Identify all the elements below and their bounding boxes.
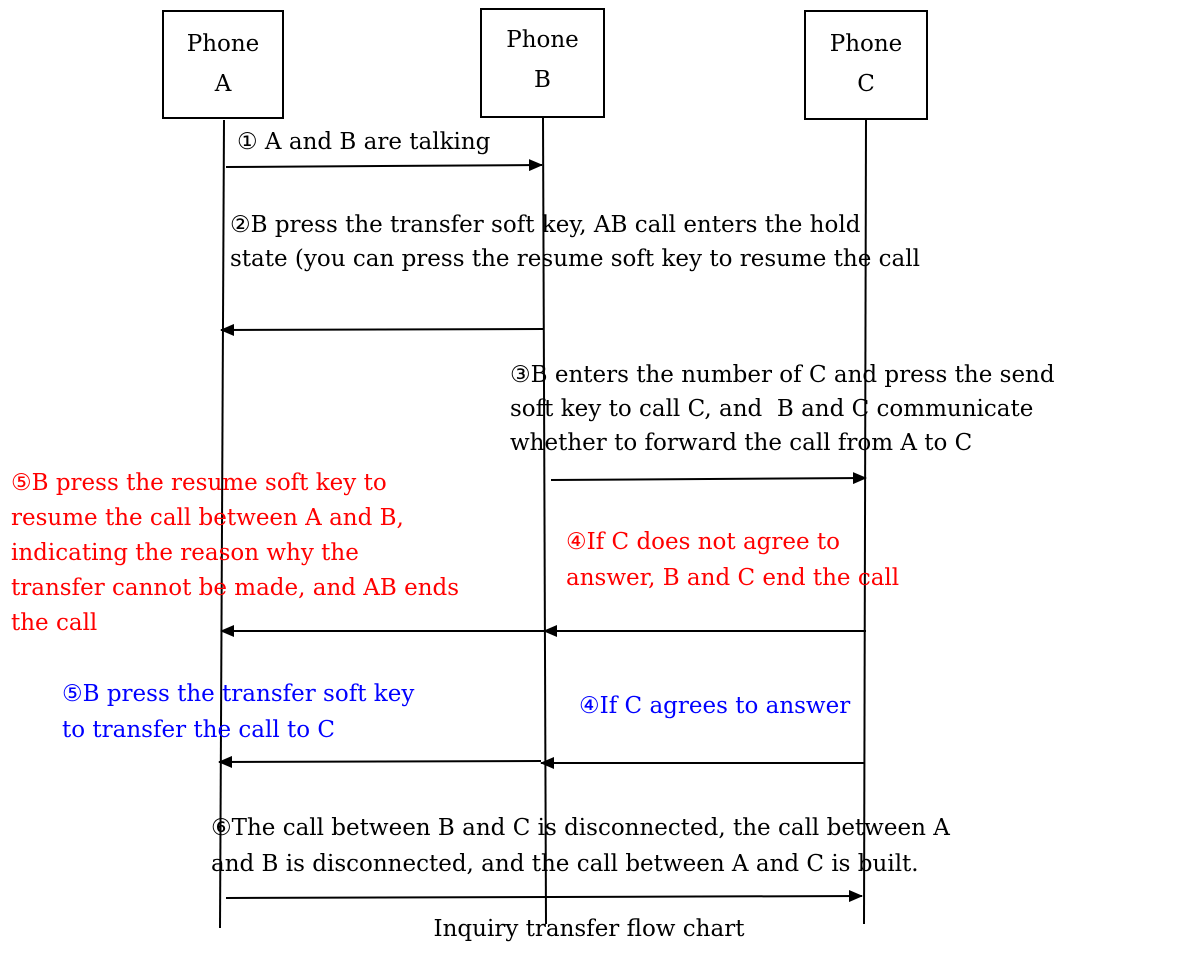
step-5-reject-label: ⑤B press the resume soft key to resume t… — [11, 470, 460, 636]
step-2-label: ②B press the transfer soft key, AB call … — [230, 212, 920, 272]
participant-b-line2: B — [534, 67, 551, 93]
participant-a-line1: Phone — [186, 31, 260, 57]
diagram-caption: Inquiry transfer flow chart — [433, 916, 745, 942]
participant-c-line2: C — [857, 71, 875, 97]
step-5-accept-label: ⑤B press the transfer soft key to transf… — [62, 681, 415, 743]
step-6-label: ⑥The call between B and C is disconnecte… — [211, 815, 950, 877]
arrow-6-a-to-c — [225, 890, 863, 903]
participant-c-line1: Phone — [829, 31, 903, 57]
lifeline-c — [863, 119, 867, 925]
arrow-3-b-to-c — [550, 472, 867, 485]
lifeline-a — [219, 119, 225, 929]
participant-a-line2: A — [214, 71, 232, 97]
lifeline-b — [542, 117, 547, 925]
participant-box-a: Phone A — [162, 10, 284, 119]
arrow-5-accept-b-to-a — [218, 755, 542, 768]
step-4-accept-label: ④If C agrees to answer — [579, 693, 851, 719]
step-4-reject-label: ④If C does not agree to answer, B and C … — [566, 529, 900, 591]
arrow-2-b-to-a — [220, 323, 544, 336]
participant-box-b: Phone B — [480, 8, 605, 118]
arrow-1-a-to-b — [225, 159, 543, 172]
step-3-label: ③B enters the number of C and press the … — [510, 362, 1055, 456]
step-1-label: ① A and B are talking — [237, 129, 491, 155]
participant-b-line1: Phone — [506, 27, 579, 53]
participant-box-c: Phone C — [804, 10, 928, 120]
